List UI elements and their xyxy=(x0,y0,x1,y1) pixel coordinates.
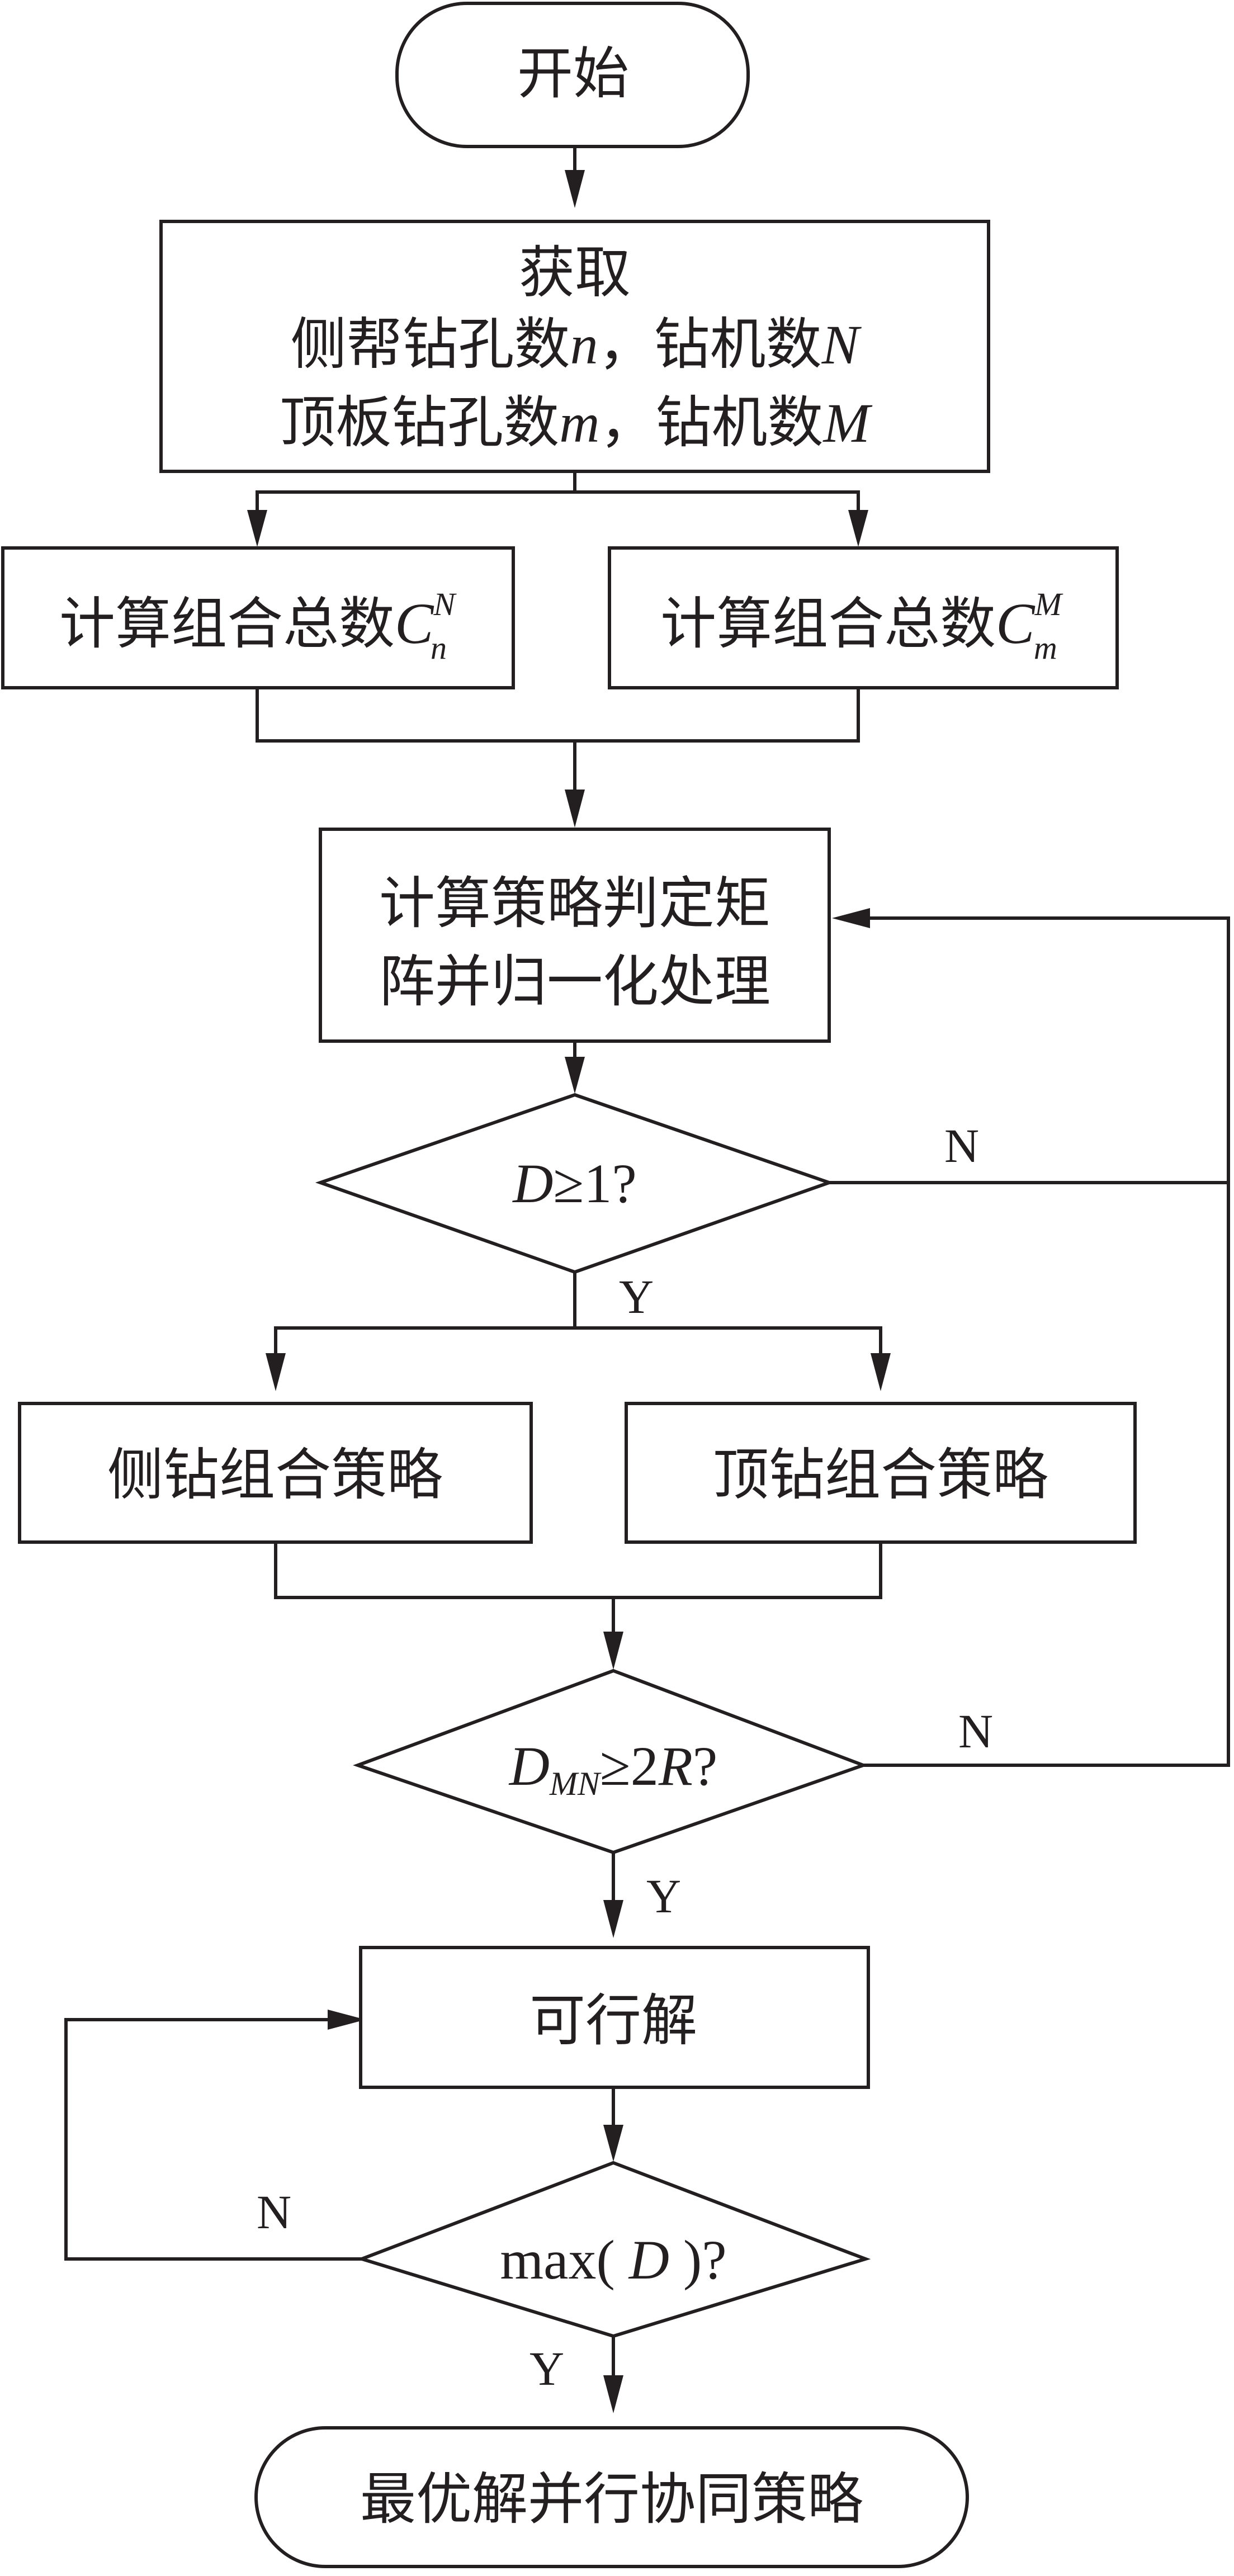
arrowhead xyxy=(247,510,267,547)
arrowheads xyxy=(247,170,891,2413)
combo-top-sub: m xyxy=(1034,630,1057,666)
side-holes-var: n xyxy=(570,314,598,376)
decision-max-d xyxy=(356,2161,871,2338)
arrowhead xyxy=(603,2375,623,2413)
decision2-sub: MN xyxy=(549,1765,602,1802)
comma: ， xyxy=(599,390,655,455)
arrowhead xyxy=(328,2010,366,2030)
label-no-decision1: N xyxy=(944,1119,979,1173)
comma: ， xyxy=(598,311,654,377)
combo-top-symbol: C xyxy=(996,592,1036,656)
label-yes-decision3: Y xyxy=(529,2342,564,2395)
arrowhead xyxy=(603,1900,623,1938)
decision2-var2: R xyxy=(658,1735,693,1797)
acquire-title: 获取 xyxy=(519,240,631,305)
decision-d-ge-1 xyxy=(315,1093,835,1274)
arrowhead xyxy=(603,1632,623,1670)
decision3-text: max( D )? xyxy=(500,2229,726,2291)
decision2-q: ? xyxy=(693,1735,717,1797)
feasible-solution-box xyxy=(359,1946,870,2089)
branch-labels: N Y N Y N Y xyxy=(257,1119,993,2395)
label-no-decision2: N xyxy=(958,1704,993,1758)
arrowhead xyxy=(848,510,868,547)
side-rigs-label: 钻机数 xyxy=(654,311,822,377)
acquire-side-line: 侧帮钻孔数n，钻机数N xyxy=(291,311,862,377)
decision2-rel: ≥2 xyxy=(600,1735,659,1797)
arrowhead xyxy=(832,908,870,928)
label-no-decision3: N xyxy=(257,2185,291,2239)
connector-acquire-split xyxy=(256,470,860,526)
end-label: 最优解并行协同策略 xyxy=(360,2466,863,2532)
start-label: 开始 xyxy=(517,41,629,106)
decision1-var: D xyxy=(512,1152,553,1214)
combo-top-box xyxy=(608,546,1119,689)
matrix-line2: 阵并归一化处理 xyxy=(379,949,770,1014)
top-holes-label: 顶板钻孔数 xyxy=(280,390,559,455)
decision3-post: )? xyxy=(669,2229,727,2291)
side-rigs-var: N xyxy=(821,314,862,376)
side-holes-label: 侧帮钻孔数 xyxy=(291,311,570,377)
matrix-line1: 计算策略判定矩 xyxy=(379,871,770,936)
connector-decision1-split xyxy=(274,1270,882,1370)
loop-no-decision3 xyxy=(64,2018,363,2261)
loop-no-decision2 xyxy=(854,916,1230,1767)
combo-side-symbol: C xyxy=(395,592,434,656)
combo-side-sub: n xyxy=(431,630,447,666)
label-yes-decision2: Y xyxy=(646,1869,681,1923)
arrowhead xyxy=(603,2125,623,2162)
decision2-text: DMN≥2R? xyxy=(508,1735,718,1802)
connector-combos-merge xyxy=(256,686,860,807)
arrowhead xyxy=(266,1353,286,1391)
arrowhead xyxy=(871,1353,891,1391)
decision1-rel: ≥1? xyxy=(553,1152,636,1214)
decision3-var: D xyxy=(628,2229,669,2291)
decision-dmn-ge-2r xyxy=(353,1669,868,1855)
combo-side-sup: N xyxy=(433,586,457,622)
side-strategy-label: 侧钻组合策略 xyxy=(107,1442,443,1507)
start-terminator xyxy=(395,2,750,148)
combo-top-label: 计算组合总数 xyxy=(660,591,996,656)
combo-side-box xyxy=(1,546,515,689)
feasible-label: 可行解 xyxy=(529,1988,697,2053)
end-terminator xyxy=(254,2426,969,2568)
matrix-process-box xyxy=(319,828,831,1043)
decision3-pre: max( xyxy=(500,2229,628,2291)
arrowhead xyxy=(565,170,585,208)
arrowhead xyxy=(565,1057,585,1094)
top-rigs-var: M xyxy=(822,392,872,454)
acquire-top-line: 顶板钻孔数m，钻机数M xyxy=(280,390,872,455)
top-holes-var: m xyxy=(559,392,599,454)
label-yes-decision1: Y xyxy=(619,1270,654,1324)
arrowhead xyxy=(565,790,585,828)
decision1-text: D≥1? xyxy=(512,1152,637,1214)
top-rigs-label: 钻机数 xyxy=(655,390,823,455)
top-strategy-label: 顶钻组合策略 xyxy=(713,1442,1048,1507)
decision2-var: D xyxy=(508,1735,550,1797)
side-strategy-box xyxy=(18,1402,533,1544)
combo-top-sup: M xyxy=(1034,586,1063,622)
connector-strategies-merge xyxy=(274,1540,882,1646)
combo-side-label: 计算组合总数 xyxy=(59,591,395,656)
acquire-process-box xyxy=(159,220,990,473)
top-strategy-box xyxy=(625,1402,1137,1544)
